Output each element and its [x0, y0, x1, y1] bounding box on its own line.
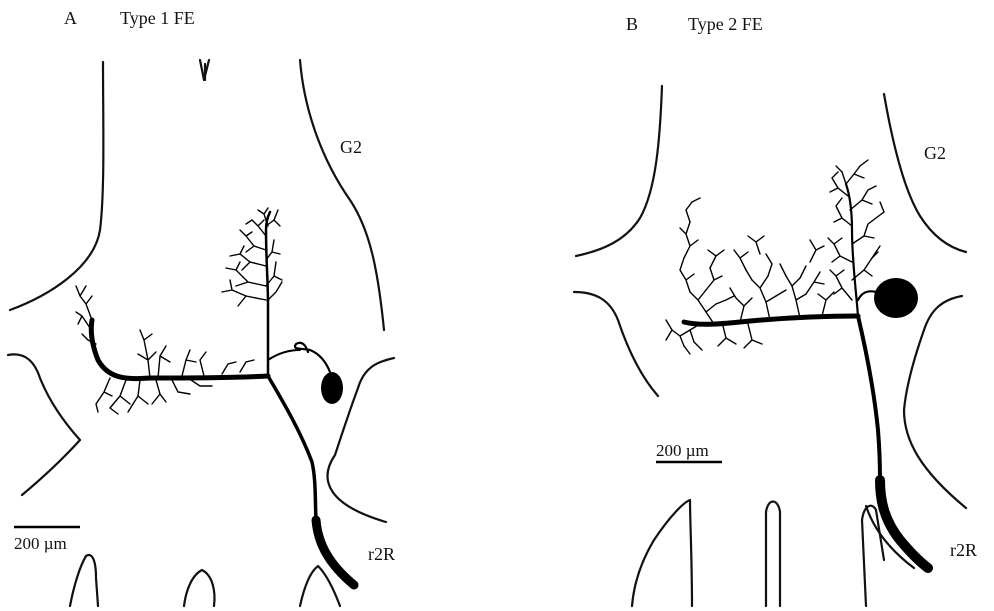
panel-b-axon-thick	[880, 480, 928, 568]
panel-a-scale-bar-label: 200 µm	[14, 534, 67, 553]
panel-a-axon-thick	[316, 520, 354, 585]
panel-b-dendritic-arbor	[666, 160, 884, 354]
panel-a-nerve-root-left	[70, 555, 98, 606]
panel-b-soma	[874, 278, 918, 318]
panel-b-scale-bar-label: 200 µm	[656, 441, 709, 460]
panel-a-midline-notch	[200, 60, 209, 80]
panel-b-nerve-root-left	[632, 500, 692, 606]
panel-a-g2-label: G2	[340, 137, 362, 157]
panel-b-nerve-root-center	[766, 502, 780, 607]
panel-b-r2r-label: r2R	[950, 540, 977, 560]
panel-b-connective-right	[904, 296, 966, 508]
panel-b-ganglion-outline-left	[576, 86, 662, 256]
panel-b-vertical-dendrite	[846, 184, 858, 316]
panel-a-vertical-dendrite	[266, 212, 270, 376]
panel-b: B Type 2 FE	[574, 14, 977, 606]
panel-a-connective-left-top	[8, 354, 80, 495]
panel-a-title: Type 1 FE	[120, 8, 195, 28]
panel-b-connective-left	[574, 292, 658, 396]
panel-a-dendritic-arbor	[76, 208, 282, 414]
panel-a-r2r-label: r2R	[368, 544, 395, 564]
panel-b-soma-neurite	[858, 291, 876, 300]
panel-a-nerve-root-right	[300, 566, 340, 606]
panel-a-soma-neurite	[295, 343, 330, 372]
panel-a-axon-descending	[268, 376, 316, 520]
panel-a-ganglion-outline-left	[10, 62, 103, 310]
panel-a-soma-link	[268, 350, 300, 360]
panel-a-ganglion-outline-right	[300, 60, 384, 330]
panel-a-nerve-root-center	[184, 570, 215, 606]
panel-a-letter: A	[64, 8, 77, 28]
panel-b-letter: B	[626, 14, 638, 34]
panel-b-ganglion-outline-right	[884, 94, 966, 252]
panel-a: A Type 1 FE	[8, 8, 395, 606]
panel-b-title: Type 2 FE	[688, 14, 763, 34]
panel-a-soma	[321, 372, 343, 404]
panel-b-g2-label: G2	[924, 143, 946, 163]
panel-b-axon-descending	[858, 316, 880, 480]
